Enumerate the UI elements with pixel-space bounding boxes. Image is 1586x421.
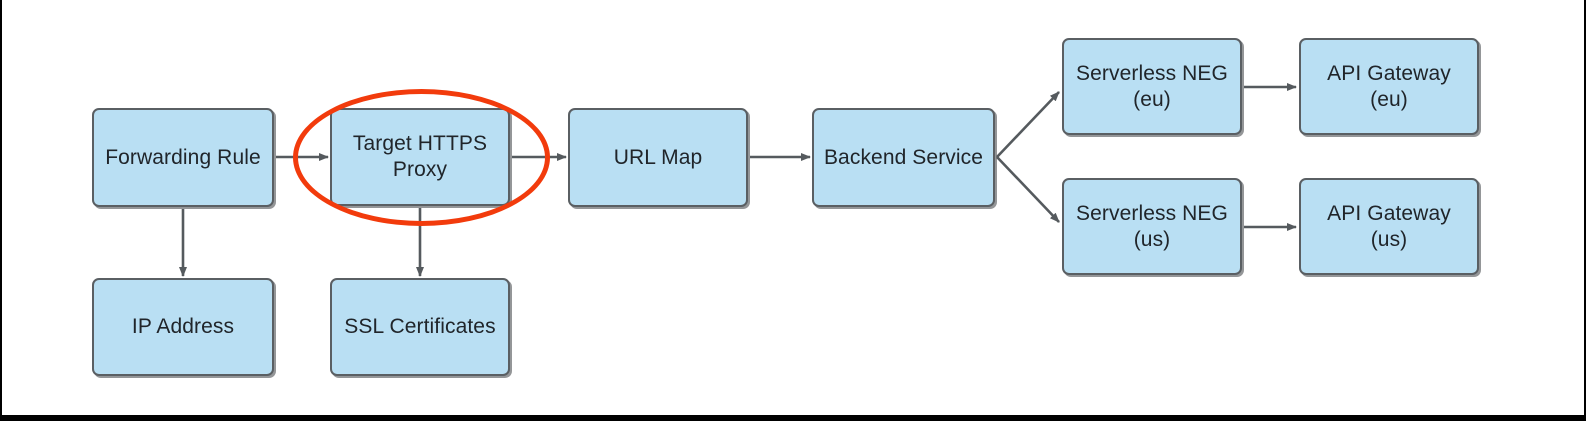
node-label-api-gateway-eu: API Gateway (eu) (1327, 61, 1451, 111)
node-backend-service[interactable]: Backend Service (812, 108, 995, 207)
edge-backend-service-to-serverless-neg-eu (996, 91, 1060, 158)
edge-backend-service-to-serverless-neg-us (996, 156, 1060, 223)
node-api-gateway-eu[interactable]: API Gateway (eu) (1299, 38, 1479, 135)
node-label-backend-service: Backend Service (823, 145, 984, 169)
edges-group (179, 83, 1297, 277)
node-label-target-https-proxy: Target HTTPS Proxy (352, 132, 488, 181)
node-label-forwarding-rule: Forwarding Rule (105, 145, 261, 169)
node-label-api-gateway-us: API Gateway (us) (1327, 201, 1451, 251)
node-label-serverless-neg-eu: Serverless NEG (eu) (1076, 61, 1228, 111)
node-label-serverless-neg-us: Serverless NEG (us) (1076, 201, 1228, 251)
node-url-map[interactable]: URL Map (568, 108, 748, 207)
node-serverless-neg-eu[interactable]: Serverless NEG (eu) (1062, 38, 1242, 135)
node-label-url-map: URL Map (613, 145, 703, 169)
node-label-ssl-certificates: SSL Certificates (344, 315, 496, 339)
node-ssl-certificates[interactable]: SSL Certificates (330, 278, 510, 376)
node-serverless-neg-us[interactable]: Serverless NEG (us) (1062, 178, 1242, 275)
node-api-gateway-us[interactable]: API Gateway (us) (1299, 178, 1479, 275)
node-forwarding-rule[interactable]: Forwarding Rule (92, 108, 274, 207)
node-ip-address[interactable]: IP Address (92, 278, 274, 376)
node-label-ip-address: IP Address (131, 315, 235, 339)
node-target-https-proxy[interactable]: Target HTTPS Proxy (330, 108, 510, 206)
